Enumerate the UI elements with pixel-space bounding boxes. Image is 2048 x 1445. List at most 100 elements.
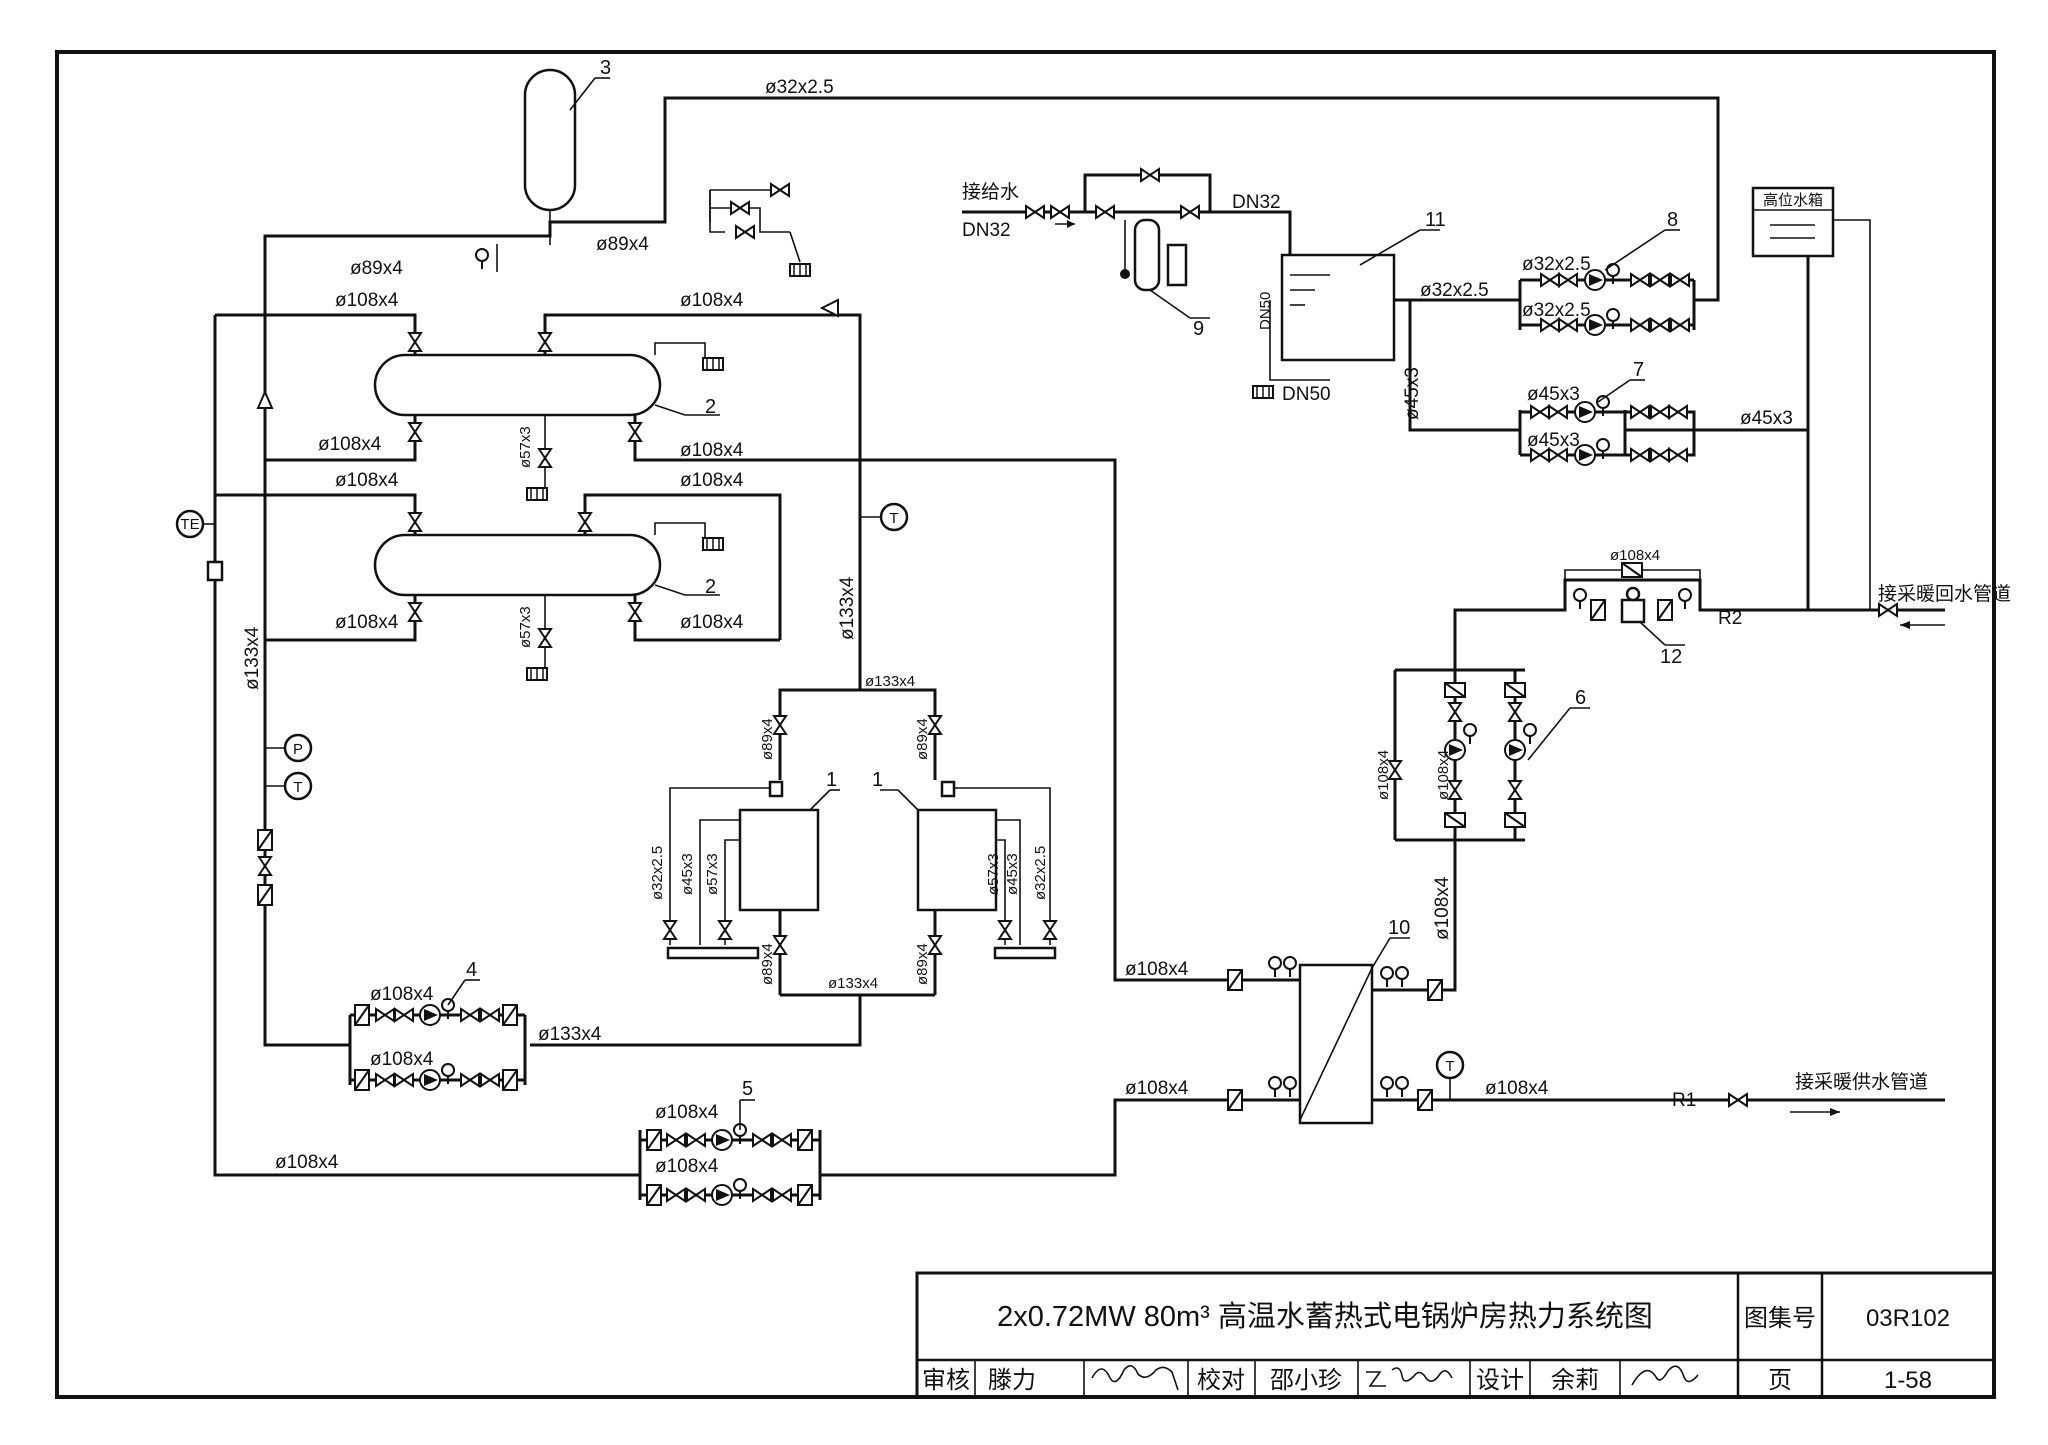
label-p108-e: ø108x4 [335, 470, 399, 491]
pump-group-4: 4 [348, 959, 527, 1091]
label-supply-pipe: 接采暖供水管道 [1795, 1071, 1928, 1093]
page-label: 页 [1768, 1367, 1792, 1394]
reviewer-name: 滕力 [988, 1367, 1036, 1394]
electric-boiler-2: 1 [872, 769, 998, 912]
label-p108-c: ø108x4 [318, 434, 382, 455]
drain-icon-4 [702, 537, 724, 551]
drawing-frame [55, 50, 1996, 1399]
label-p45-vert: ø45x3 [1402, 367, 1423, 420]
drain-icon-3 [526, 667, 548, 681]
pipe-upper-out-right [633, 415, 860, 462]
designer-signature [1631, 1365, 1699, 1386]
relief-valve-cluster [709, 183, 811, 277]
pipe-133-to-pump4 [530, 995, 862, 1047]
label-p133-bot: ø133x4 [828, 975, 878, 992]
pipe-45-vert [1408, 300, 1520, 432]
filter-icon-hx1 [1227, 969, 1243, 991]
label-3: 3 [600, 57, 611, 79]
label-p45-b1: ø45x3 [679, 853, 696, 895]
plate-heat-exchanger-10: 10 [1298, 917, 1410, 1125]
label-p108-hx-out: ø108x4 [1485, 1078, 1549, 1099]
checker-signature [1366, 1367, 1453, 1387]
label-2b: 2 [705, 576, 716, 598]
label-p108-hx-in1: ø108x4 [1125, 959, 1189, 980]
reviewer-signature [1091, 1365, 1179, 1391]
label-5: 5 [742, 1078, 753, 1100]
pipe-89-to-tank [263, 230, 552, 276]
instrument-t1: T [293, 779, 302, 796]
label-p108-pump6b: ø108x4 [1435, 750, 1452, 800]
label-8: 8 [1667, 209, 1678, 231]
flow-arrow-icon-2 [256, 389, 274, 409]
flow-arrow-icon-1 [819, 298, 839, 318]
softened-water-tank-11: 11 [1280, 209, 1446, 362]
pump-group-7: 7 [1518, 359, 1696, 466]
instrument-t2: T [889, 510, 898, 527]
review-label: 审核 [922, 1367, 970, 1394]
arrow-head-return-icon [1900, 621, 1910, 629]
label-p89-b2b: ø89x4 [914, 943, 931, 985]
label-p108-bottom: ø108x4 [275, 1152, 339, 1173]
check-label: 校对 [1197, 1367, 1245, 1394]
label-p45-out: ø45x3 [1740, 408, 1793, 429]
label-p32-p8a: ø32x2.5 [1522, 254, 1591, 275]
label-p108-g: ø108x4 [335, 612, 399, 633]
page-number: 1-58 [1884, 1367, 1932, 1394]
label-p89-b2a: ø89x4 [914, 718, 931, 760]
storage-tank-upper: 2 [373, 353, 720, 418]
label-p89-b1b: ø89x4 [759, 943, 776, 985]
label-p89-b1a: ø89x4 [759, 718, 776, 760]
pipe-b2-side2 [996, 819, 1021, 945]
label-p32-b2: ø32x2.5 [1032, 846, 1049, 900]
arrow-head-supply-icon [1830, 1108, 1840, 1116]
atlas-label: 图集号 [1744, 1305, 1816, 1332]
drain-trench-1 [666, 946, 760, 960]
instrument-te: TE [180, 516, 199, 533]
pipe-b2-side3 [996, 839, 1006, 945]
label-12: 12 [1660, 646, 1682, 668]
expansion-tank-3: 3 [523, 57, 611, 245]
drain-trench-2 [993, 946, 1057, 960]
label-p108-vert: ø108x4 [1432, 876, 1453, 940]
pipe-boiler-header-top [778, 688, 937, 700]
label-r2: R2 [1718, 608, 1742, 629]
design-label: 设计 [1476, 1367, 1524, 1394]
filter-icon-1 [257, 829, 273, 851]
drain-icon-2 [702, 357, 724, 371]
label-dn50-drain: DN50 [1282, 384, 1331, 405]
water-treatment-12: 12 [1620, 586, 1685, 668]
label-10: 10 [1388, 917, 1410, 939]
pipe-left-supply [263, 276, 350, 1047]
label-p108-p5a: ø108x4 [655, 1102, 719, 1123]
filter-icon-hx2 [1227, 1089, 1243, 1111]
label-1a: 1 [826, 769, 837, 791]
label-p108-h: ø108x4 [680, 612, 744, 633]
pipe-hx-out-up [1372, 840, 1457, 992]
label-p32-tank: ø32x2.5 [1420, 280, 1489, 301]
label-p133-left: ø133x4 [242, 626, 263, 690]
label-p133-top: ø133x4 [865, 673, 915, 690]
pipe-upper-in-left [215, 313, 417, 355]
label-11: 11 [1425, 209, 1446, 231]
designer-name: 余莉 [1551, 1367, 1599, 1394]
vent-upper [654, 342, 706, 358]
instrument-p: P [293, 741, 303, 758]
pump-group-5: 5 [638, 1078, 822, 1206]
label-2a: 2 [705, 396, 716, 418]
high-level-tank: 高位水箱 [1751, 186, 1835, 258]
label-1b: 1 [872, 769, 883, 791]
label-p108-d: ø108x4 [680, 440, 744, 461]
label-7: 7 [1633, 359, 1644, 381]
label-return-pipe: 接采暖回水管道 [1878, 583, 2011, 605]
pipe-high-tank-overflow [1833, 219, 1871, 610]
pipe-b1-side [669, 787, 770, 945]
pipe-return-in [1453, 578, 1945, 670]
pipe-b1-side3 [724, 839, 740, 945]
label-dn32-in: DN32 [962, 220, 1011, 241]
label-dn50-v: DN50 [1257, 292, 1274, 330]
checker-name: 邵小珍 [1270, 1367, 1342, 1394]
pipe-pump5-to-hx [820, 1098, 1240, 1177]
label-p108-pump6: ø108x4 [1375, 750, 1392, 800]
label-p45-p7a: ø45x3 [1527, 384, 1580, 405]
label-p32-p8b: ø32x2.5 [1522, 300, 1591, 321]
